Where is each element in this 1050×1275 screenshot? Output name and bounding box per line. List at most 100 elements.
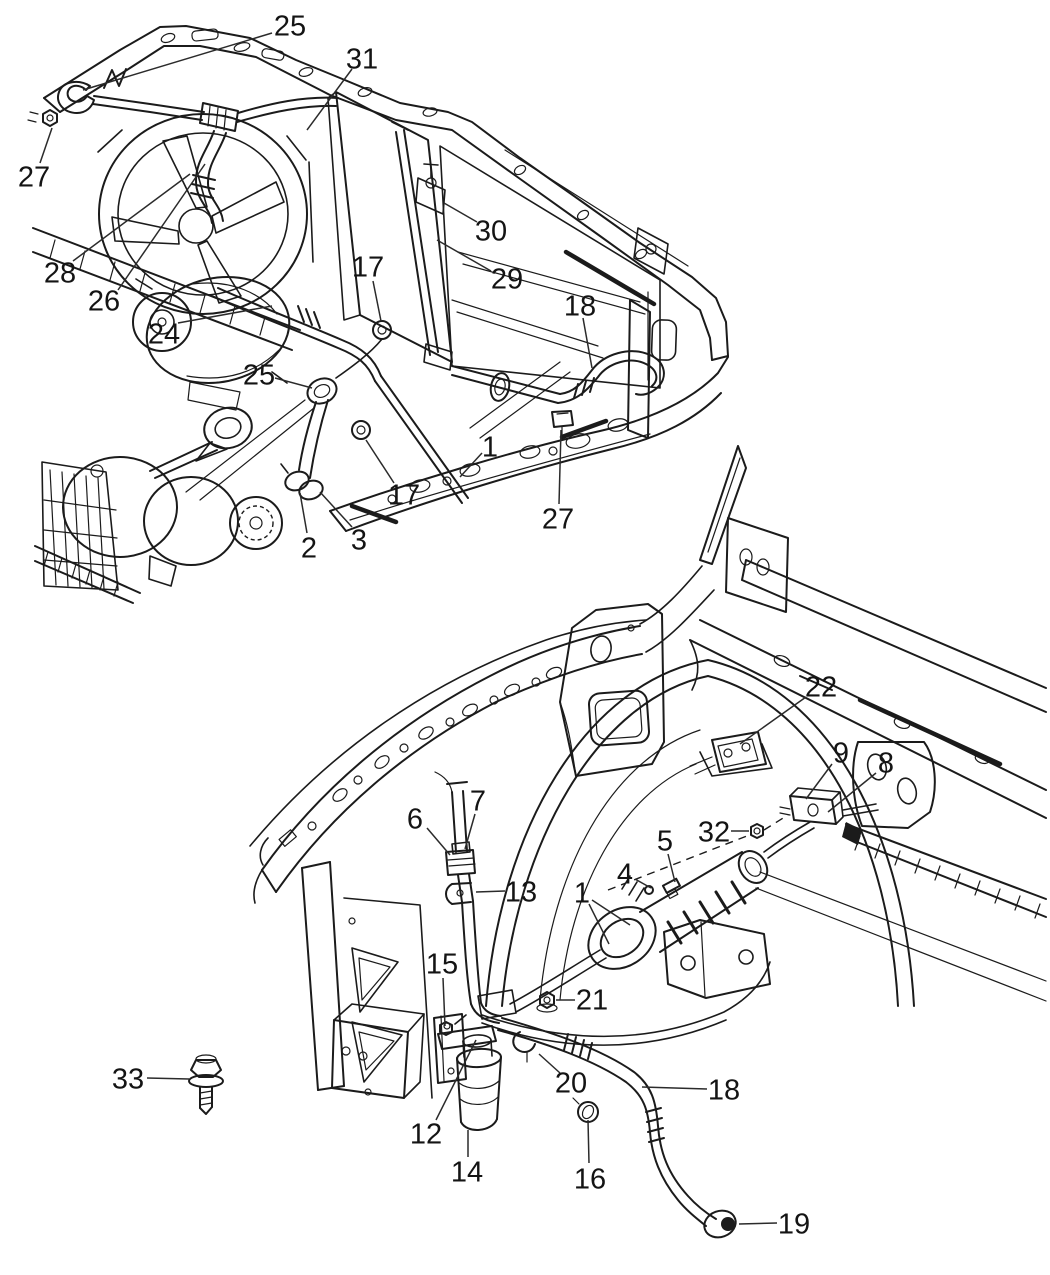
pressure-transducer-22-shape xyxy=(741,742,751,752)
wheel-arch-liner-shape xyxy=(485,659,915,1007)
charge-port-fitting-6-7-shape xyxy=(445,849,476,876)
charge-port-fitting-6-7-shape xyxy=(451,841,471,855)
fender-rail-shape xyxy=(275,653,643,893)
leader-line-7 xyxy=(464,813,476,850)
frame-rails-right-shape xyxy=(707,457,741,553)
front-axle-assembly-shape xyxy=(149,441,218,479)
fender-rail-shape xyxy=(278,829,297,847)
callout-label-27-top: 27 xyxy=(18,161,50,193)
frame-rails-right-shape xyxy=(773,654,791,668)
grommet-fitting-25a xyxy=(57,80,95,114)
callout-label-13-bottom: 13 xyxy=(505,876,537,908)
frame-rails-right-shape xyxy=(741,559,1047,713)
callout-label-17-top: 17 xyxy=(388,479,420,511)
fender-rail-shape xyxy=(249,619,647,847)
ac-suction-discharge-lines-shape xyxy=(298,399,329,479)
mounting-plate-15-shape xyxy=(447,1067,455,1075)
support-bracket-shape xyxy=(680,955,696,971)
bolt-16 xyxy=(572,1097,599,1123)
leader-line-33 xyxy=(146,1077,190,1080)
callout-label-2-top: 2 xyxy=(301,532,317,564)
charge-port-fitting-6-7 xyxy=(445,841,476,876)
sealing-washers-2-3 xyxy=(280,463,324,501)
fender-rail-shape xyxy=(531,677,541,687)
wheel-arch-liner-shape xyxy=(501,675,899,1007)
lower-left-frame-rail-shape xyxy=(49,239,266,336)
engine-compartment-front-view xyxy=(27,25,729,604)
bracket-block-9 xyxy=(779,787,879,825)
fan-shroud-shape xyxy=(111,216,180,245)
leader-line-27 xyxy=(558,429,562,505)
drier-cylinder-14-shape xyxy=(458,1080,500,1105)
drier-cylinder-14-shape xyxy=(460,1118,498,1131)
radiator-support-crossmember-shape xyxy=(576,209,590,221)
callout-label-27-top: 27 xyxy=(542,503,574,535)
apron-panel-shape xyxy=(343,897,433,1099)
nut-27a-shape xyxy=(46,114,54,122)
fan-shroud-shape xyxy=(117,132,289,296)
bolt-16-shape xyxy=(581,1104,595,1120)
grommet-mid xyxy=(489,372,511,402)
bracket-strap-12 xyxy=(437,1014,497,1050)
pressure-transducer-22-shape xyxy=(717,738,759,768)
strut-tower-shape xyxy=(639,565,715,653)
lower-crossmember-shape xyxy=(409,479,431,493)
lower-left-frame-rail-shape xyxy=(32,227,301,351)
front-axle-assembly-shape xyxy=(34,545,141,604)
lower-crossmember-shape xyxy=(459,463,481,477)
callout-label-18-top: 18 xyxy=(564,290,596,322)
frame-rails-right-shape xyxy=(893,716,911,730)
callout-label-17-top: 17 xyxy=(352,251,384,283)
radiator-support-crossmember-shape xyxy=(298,67,314,77)
callout-label-14-bottom: 14 xyxy=(451,1156,483,1188)
clamp-20 xyxy=(512,1031,536,1063)
pressure-transducer-22-shape xyxy=(689,756,716,775)
radiator-support-crossmember-shape xyxy=(233,42,251,52)
nut-17b-shape xyxy=(356,425,366,435)
fender-rail-shape xyxy=(545,666,563,680)
nut-27a-shape xyxy=(27,111,39,123)
callout-label-22-bottom: 22 xyxy=(805,671,837,703)
suction-line-assembly-shape xyxy=(737,850,769,884)
service-port-tube xyxy=(434,771,502,1024)
front-axle-assembly xyxy=(34,399,315,604)
leader-line-12 xyxy=(435,1039,477,1121)
frame-rails-right-shape xyxy=(799,675,833,691)
condenser-shape xyxy=(415,177,446,215)
lower-crossmember-shape xyxy=(349,418,609,525)
radiator-support-crossmember-shape xyxy=(504,149,689,267)
fan-shroud-shape xyxy=(211,181,285,234)
service-port-tube-shape xyxy=(451,790,468,853)
fan-shroud xyxy=(97,113,314,315)
shock-bracket-plate-shape xyxy=(866,753,888,781)
clip-13-shape xyxy=(445,882,472,905)
condenser-shape xyxy=(335,91,453,363)
bracket-block-9-shape xyxy=(842,803,879,817)
grommet-mid-shape xyxy=(494,378,506,396)
suction-line-assembly-shape xyxy=(763,821,815,859)
rail-end-box-shape xyxy=(333,1003,425,1033)
frame-wheelhouse-view xyxy=(188,445,1047,1239)
radiator-support-crossmember-shape xyxy=(160,32,176,44)
front-axle-assembly-shape xyxy=(90,464,104,478)
strut-tower-shape xyxy=(590,635,612,663)
leader-line-31 xyxy=(306,68,353,131)
mounting-bolt-33-shape xyxy=(195,1054,217,1064)
nut-17a-shape xyxy=(377,325,387,335)
callout-label-16-bottom: 16 xyxy=(574,1163,606,1195)
front-axle-assembly-shape xyxy=(148,555,177,587)
nut-32-shape xyxy=(750,823,764,839)
lower-crossmember xyxy=(329,299,729,532)
lower-crossmember-shape xyxy=(329,510,347,532)
wheel-arch-liner-shape xyxy=(481,1019,727,1046)
ac-compressor-shape xyxy=(145,275,291,385)
fan-shroud-shape xyxy=(162,135,208,209)
nut-27a-shape xyxy=(42,109,58,127)
leader-line-25 xyxy=(274,377,313,389)
apron-panel-shape xyxy=(351,1021,403,1083)
front-axle-assembly-shape xyxy=(238,505,274,541)
grommet-25b xyxy=(306,377,338,405)
condenser-shape xyxy=(327,91,361,321)
fender-rail-shape xyxy=(353,775,363,785)
